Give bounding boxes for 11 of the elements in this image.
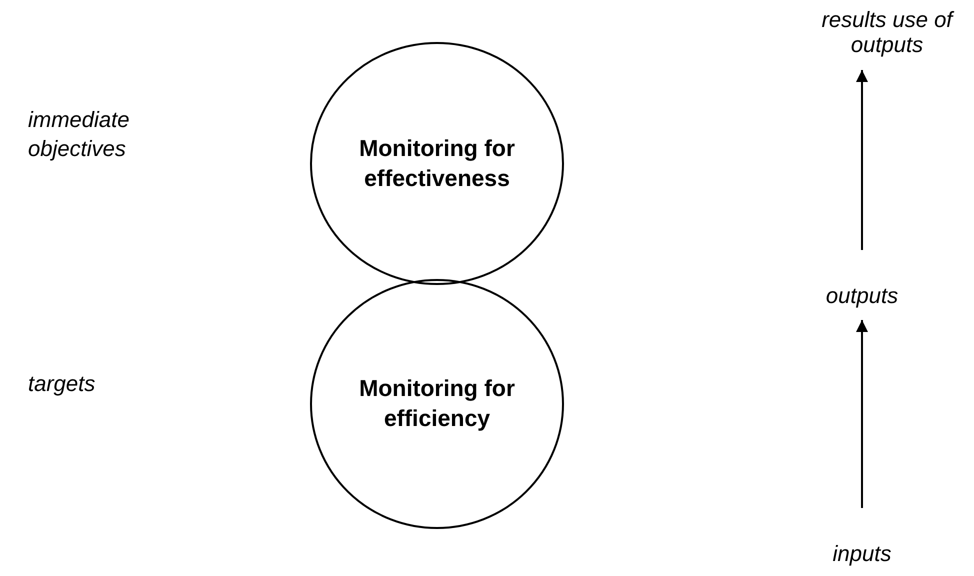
stage-label: results use of outputs xyxy=(820,6,956,58)
level-label: targets xyxy=(28,370,96,398)
ellipse xyxy=(310,42,564,285)
arrow xyxy=(856,70,868,250)
stage-label: outputs xyxy=(826,283,898,309)
arrow xyxy=(856,320,868,508)
stage-label: inputs xyxy=(832,541,892,567)
circle-label: Monitoring for efficiency xyxy=(358,374,516,433)
circle-label: Monitoring for effectiveness xyxy=(358,134,516,192)
ellipse xyxy=(310,279,564,529)
level-label: immediate objectives xyxy=(28,106,130,163)
